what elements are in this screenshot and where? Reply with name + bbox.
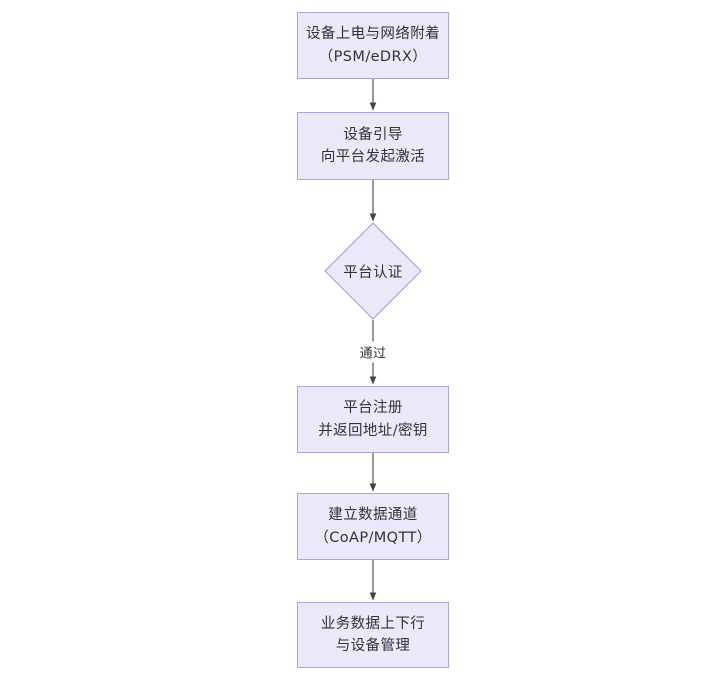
node-platform-register-line2: 并返回地址/密钥 — [318, 422, 428, 439]
edge-label-pass: 通过 — [356, 341, 390, 363]
node-platform-auth-label: 平台认证 — [343, 264, 403, 281]
node-bootstrap-line2: 向平台发起激活 — [320, 149, 426, 165]
diamond-shape — [324, 222, 422, 320]
node-data-channel-line2: （CoAP/MQTT） — [314, 529, 432, 546]
node-data-channel[interactable]: 建立数据通道 （CoAP/MQTT） — [297, 493, 449, 560]
node-platform-register-line1: 平台注册 — [343, 400, 403, 417]
node-power-on-line2: （PSM/eDRX） — [318, 48, 428, 65]
node-bootstrap-line1: 设备引导 — [343, 126, 403, 143]
node-platform-auth[interactable]: 平台认证 — [324, 222, 422, 320]
node-bootstrap[interactable]: 设备引导 向平台发起激活 — [297, 112, 449, 180]
node-power-on[interactable]: 设备上电与网络附着 （PSM/eDRX） — [297, 12, 449, 79]
node-service-data-line2: 与设备管理 — [335, 638, 411, 654]
node-power-on-line1: 设备上电与网络附着 — [305, 26, 441, 43]
node-service-data-line1: 业务数据上下行 — [320, 615, 426, 632]
node-platform-register[interactable]: 平台注册 并返回地址/密钥 — [297, 386, 449, 453]
node-data-channel-line1: 建立数据通道 — [328, 507, 418, 524]
node-service-data[interactable]: 业务数据上下行 与设备管理 — [297, 602, 449, 668]
